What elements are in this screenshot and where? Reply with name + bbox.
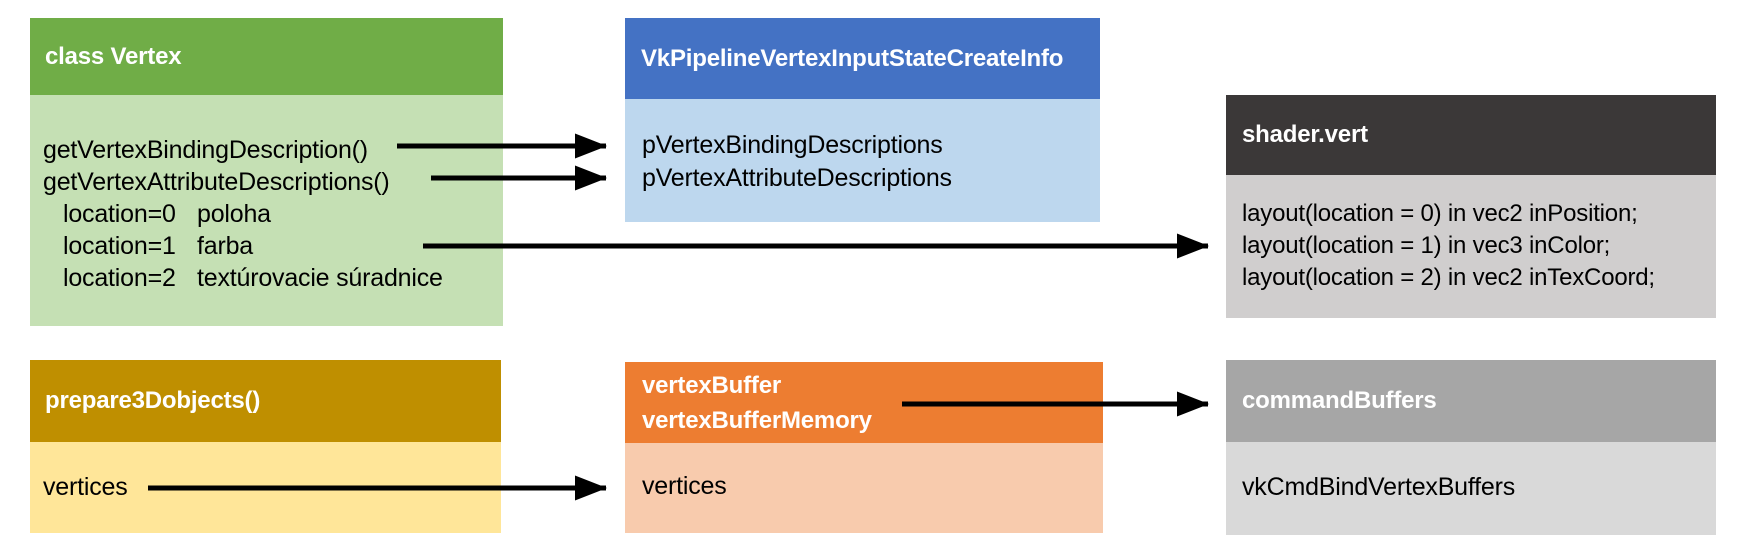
shader-code-line: layout(location = 0) in vec2 inPosition; <box>1242 200 1638 227</box>
vertexbuffer-box: vertexBuffer vertexBufferMemory vertices <box>625 362 1103 533</box>
location-key: location=0 <box>63 200 176 228</box>
pipeline-field-line: pVertexAttributeDescriptions <box>642 164 952 192</box>
vertexbuffer-body: vertices <box>625 443 1103 533</box>
prepare3dobjects-box: prepare3Dobjects() vertices <box>30 360 501 533</box>
vertices-label: vertices <box>642 472 727 500</box>
class-vertex-header: class Vertex <box>30 18 503 95</box>
class-vertex-box: class Vertex getVertexBindingDescription… <box>30 18 503 326</box>
commandbuffers-header: commandBuffers <box>1226 360 1716 442</box>
vertexbuffer-title-line: vertexBuffer <box>642 371 781 399</box>
vertices-label: vertices <box>43 473 128 501</box>
command-label: vkCmdBindVertexBuffers <box>1242 473 1516 501</box>
pipeline-createinfo-header: VkPipelineVertexInputStateCreateInfo <box>625 18 1100 99</box>
location-row: location=1 farba <box>63 230 503 262</box>
shader-vert-header: shader.vert <box>1226 95 1716 175</box>
commandbuffers-body: vkCmdBindVertexBuffers <box>1226 442 1716 535</box>
prepare3dobjects-body: vertices <box>30 442 501 533</box>
vertexbuffer-title-line: vertexBufferMemory <box>642 406 872 434</box>
shader-vert-box: shader.vert layout(location = 0) in vec2… <box>1226 95 1716 318</box>
shader-code-line: layout(location = 1) in vec3 inColor; <box>1242 232 1611 259</box>
location-key: location=2 <box>63 264 176 292</box>
location-row: location=0 poloha <box>63 198 503 230</box>
shader-code-line: layout(location = 2) in vec2 inTexCoord; <box>1242 264 1655 291</box>
location-key: location=1 <box>63 232 176 260</box>
method-name-line: getVertexAttributeDescriptions() <box>43 168 390 196</box>
method-name-line: getVertexBindingDescription() <box>43 136 368 164</box>
vertexbuffer-header: vertexBuffer vertexBufferMemory <box>625 362 1103 443</box>
pipeline-createinfo-body: pVertexBindingDescriptions pVertexAttrib… <box>625 99 1100 222</box>
prepare3dobjects-header: prepare3Dobjects() <box>30 360 501 442</box>
commandbuffers-box: commandBuffers vkCmdBindVertexBuffers <box>1226 360 1716 535</box>
location-value: textúrovacie súradnice <box>197 264 443 292</box>
location-value: farba <box>197 232 253 260</box>
class-vertex-body: getVertexBindingDescription() getVertexA… <box>30 95 503 326</box>
shader-vert-body: layout(location = 0) in vec2 inPosition;… <box>1226 175 1716 318</box>
pipeline-field-line: pVertexBindingDescriptions <box>642 131 943 159</box>
location-value: poloha <box>197 200 271 228</box>
pipeline-createinfo-box: VkPipelineVertexInputStateCreateInfo pVe… <box>625 18 1100 222</box>
location-row: location=2 textúrovacie súradnice <box>63 262 503 294</box>
